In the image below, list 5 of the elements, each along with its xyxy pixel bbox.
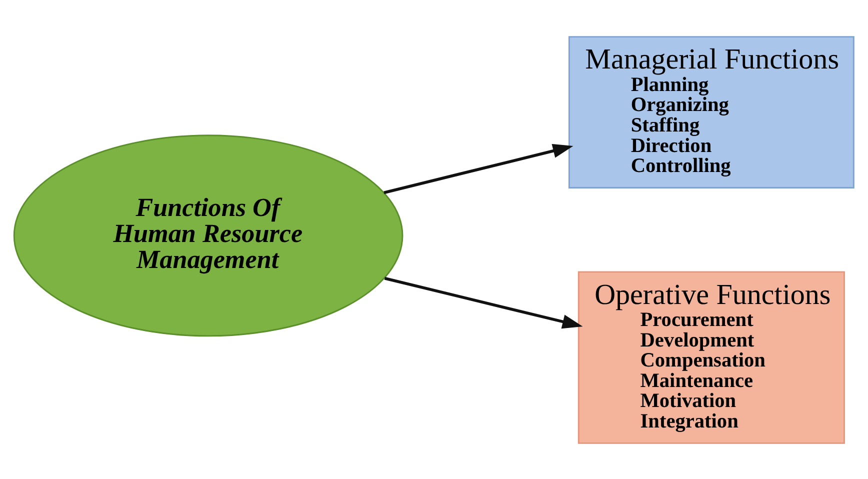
arrow bbox=[384, 276, 583, 328]
node-ellipse: Functions Of Human Resource Management bbox=[13, 134, 404, 336]
arrow bbox=[384, 143, 574, 194]
node-box: Operative Functions Procurement Development Compensation Maintenance Motivation Integration bbox=[578, 270, 845, 444]
node-box: Managerial Functions Planning Organizing Staffing Direction Controlling bbox=[568, 36, 854, 188]
